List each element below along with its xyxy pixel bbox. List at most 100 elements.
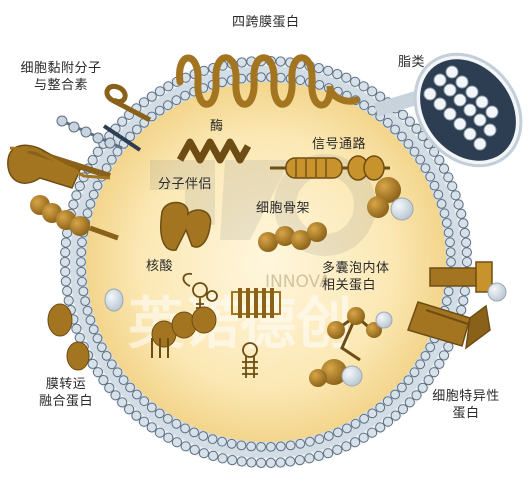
lipid-head-inner [295,75,306,86]
lipid-head-inner [189,427,200,438]
lipid-head-outer [358,81,369,92]
lipid-head-inner [359,413,370,424]
lipid-head-outer [417,382,428,393]
lipid-head-outer [180,441,191,452]
lipid-head-outer [453,199,464,210]
lipid-head-outer [411,390,422,401]
lipid-head-outer [411,123,422,134]
lipid-head-outer [74,181,85,192]
lipid-head-outer [92,367,104,378]
cell-specific-protein-upper [429,261,507,302]
lipid-head-inner [382,117,393,128]
lipid-head-outer [438,163,450,174]
lipid-head-inner [382,396,393,407]
lipid-head-outer [285,456,296,467]
lipid-head-outer [163,81,174,92]
lipid-head-inner [77,276,87,287]
label-signaling: 信号通路 [312,137,367,152]
lipid-head-inner [78,286,89,297]
protein-cluster-right [367,177,414,221]
lipid-head-outer [62,285,73,297]
lipid-head-outer [382,416,394,427]
lipid-head-outer [265,457,276,468]
lipid-head-outer [423,375,434,386]
enzyme-shape [176,138,252,164]
lipid-head-outer [304,453,315,464]
lipid-head-inner [342,423,352,434]
lipid-head-inner [314,434,325,445]
lipid-head-inner [82,208,93,219]
lipid-head-inner [397,131,407,142]
adhesion-coil [104,84,152,123]
lipid-head-inner [415,154,426,165]
lipid-head-outer [60,276,72,287]
label-enzyme: 酶 [210,119,224,134]
lipid-head-outer [189,444,200,455]
lipid-head-outer [138,416,150,427]
lipid-head-outer [60,237,72,248]
lipid-head-inner [403,375,414,386]
watermark-latin: INNOVA [265,272,331,292]
lipid-head-outer [117,397,128,408]
lipid-head-inner [171,418,182,429]
lipid-head-inner [256,72,267,82]
lipid-head-inner [88,324,99,335]
lipid-head-inner [101,351,112,361]
lipid-head-inner [96,342,107,353]
lipid-head-inner [76,247,87,258]
label-lipids: 脂类 [398,55,426,70]
signaling-molecules [270,155,390,181]
lipid-head-outer [358,432,369,443]
lipid-head-outer [87,155,98,166]
lipid-head-inner [443,227,454,238]
lipid-head-inner [266,442,276,452]
lipid-head-inner [275,441,286,452]
lipid-head-outer [459,285,470,297]
lipid-head-outer [434,358,445,369]
lipid-head-outer [98,375,109,386]
lipid-head-outer [459,227,470,239]
label-cell-specific-line1: 细胞特异性 [432,389,500,404]
lipid-head-inner [441,218,452,228]
lipid-head-inner [425,342,436,353]
lipid-head-outer [456,305,467,316]
lipid-head-outer [390,410,401,421]
lipid-head-outer [367,86,378,97]
lipid-head-inner [397,382,407,393]
lipid-head-outer [375,422,386,433]
lipid-head-inner [106,154,117,165]
lipid-head-inner [118,375,129,386]
chaperone-protein [160,201,212,251]
lipid-head-inner [92,333,103,344]
lipid-head-outer [461,247,472,258]
lipid-head-outer [447,181,458,192]
mvb-protein-network [309,307,393,387]
lipid-head-inner [275,72,286,83]
lipid-head-outer [131,410,142,421]
lipid-head-inner [217,436,228,447]
lipid-head-outer [367,427,378,438]
lipid-head-inner [403,139,414,149]
lipid-head-inner [125,382,136,393]
lipid-head-outer [341,72,352,83]
lipid-head-outer [208,450,219,461]
lipid-head-inner [425,171,436,182]
label-cell-specific: 细胞特异性 蛋白 [418,388,514,422]
lipid-head-outer [313,63,324,74]
lipid-head-outer [236,57,247,68]
lipid-head-inner [445,247,456,258]
lipid-head-inner [226,438,237,449]
label-mvb-line1: 多囊泡内体 [322,261,390,276]
lipid-head-inner [409,367,420,378]
lipid-head-outer [375,91,386,102]
lipid-head-inner [198,431,209,441]
nucleic-acid-stemloop [242,342,258,378]
adhesion-molecule-large [7,144,119,241]
lipid-head-inner [305,436,315,447]
lipid-head-inner [76,257,86,267]
label-adhesion-line1: 细胞黏附分子 [20,61,102,76]
lipid-head-outer [323,65,334,76]
lipid-head-inner [359,100,370,111]
lipid-head-inner [171,95,182,106]
